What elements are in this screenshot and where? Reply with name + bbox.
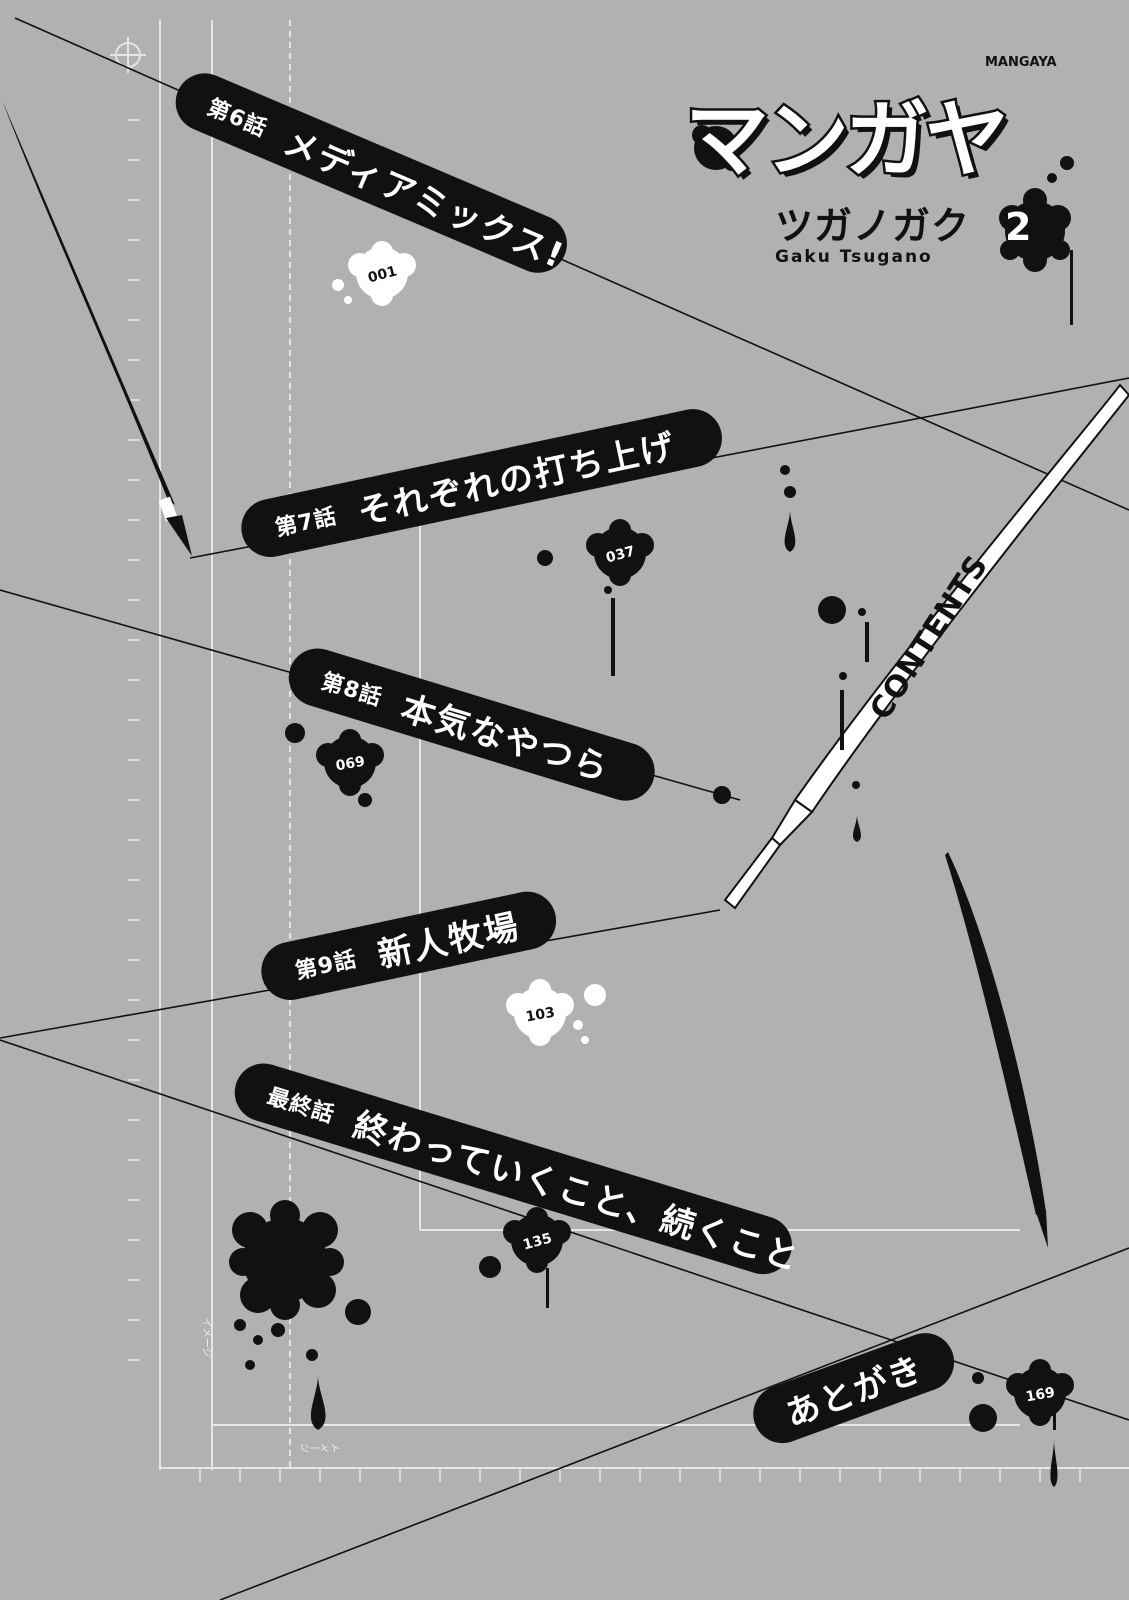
series-subtitle: MANGAYA: [985, 55, 1057, 70]
page-splat-001: [332, 241, 416, 306]
chapter-number: 第8話: [318, 669, 386, 712]
author-name-en: Gaku Tsugano: [775, 247, 933, 267]
ruler-label-horizontal: イメージ: [300, 1444, 340, 1455]
ruler-ticks-bottom: [199, 1468, 1081, 1482]
series-title: マンガヤ: [682, 89, 1011, 192]
author-name-ja: ツガノガク: [775, 204, 971, 248]
ruler-guides: [110, 20, 1129, 1470]
chapter-number: 第9話: [293, 947, 360, 985]
page-splat-069: [316, 729, 384, 796]
ruler-label-vertical: イメージ: [200, 1317, 212, 1358]
page-splat-135: [503, 1207, 571, 1273]
pen-right: [945, 852, 1048, 1248]
page-splat-103: [506, 979, 606, 1046]
chapter-number: 第6話: [203, 95, 271, 143]
chapter-number: 第7話: [273, 504, 340, 542]
chapter-number: 最終話: [264, 1084, 338, 1129]
pen-left: [2, 100, 192, 556]
page-splat-169: [1006, 1359, 1074, 1426]
series-logo: MANGAYA マンガヤ ツガノガク Gaku Tsugano 2: [682, 55, 1085, 315]
ruler-ticks-left: [128, 119, 140, 1361]
logo-splat: [692, 125, 1071, 272]
contents-pen: [723, 383, 1129, 910]
ink-splats: [229, 156, 1074, 1487]
page-splat-037: [586, 519, 654, 594]
volume-number: 2: [1005, 205, 1032, 249]
